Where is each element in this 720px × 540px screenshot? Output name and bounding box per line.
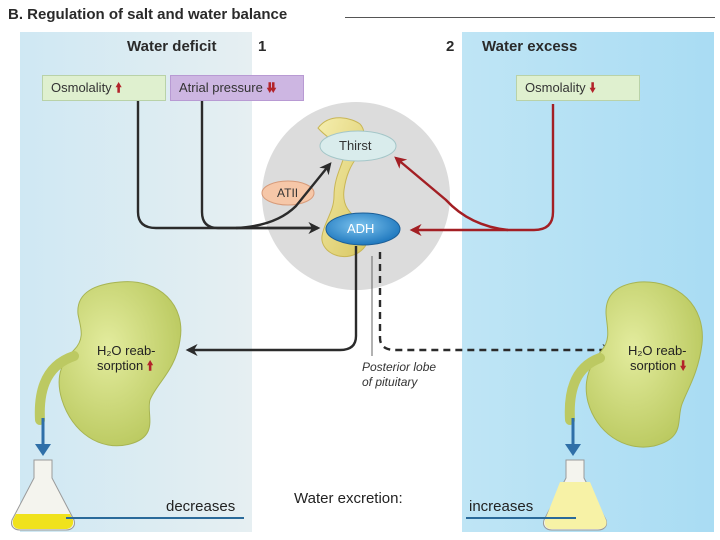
- osmolality-box-right: Osmolality 🠛: [516, 75, 640, 101]
- water-excess-number: 2: [446, 38, 455, 55]
- atrial-pressure-box: Atrial pressure 🠛🠛: [170, 75, 304, 101]
- arrow-down-icon: 🠛: [589, 80, 596, 95]
- flask-icon: [11, 459, 75, 531]
- arrow-up-icon: 🠙: [115, 80, 122, 95]
- osmolality-to-adh-arrow: [136, 100, 321, 234]
- water-deficit-header: Water deficit: [127, 38, 217, 55]
- adh-label: ADH: [347, 221, 375, 236]
- of-pituitary-label: of pituitary: [362, 375, 418, 389]
- excess-osmolality-to-adh-arrow: [409, 104, 555, 236]
- kidney-icon: [585, 281, 703, 448]
- right-outlet-arrow-icon: [565, 444, 581, 456]
- to-thirst-arrow: [235, 162, 332, 230]
- kidney-icon: [58, 281, 182, 447]
- adh-node: [325, 212, 401, 246]
- left-reabsorption-line2-wrap: sorption 🠙: [97, 357, 153, 379]
- left-reabsorption-line1: H₂O reab-: [97, 343, 156, 358]
- osmolality-box-left: Osmolality 🠙: [42, 75, 166, 101]
- thirst-node: [319, 130, 397, 162]
- posterior-lobe-label: Posterior lobe: [362, 360, 437, 374]
- right-reabsorption-line1: H₂O reab-: [628, 343, 687, 358]
- osmolality-label: Osmolality: [51, 80, 112, 95]
- ureter-right: [564, 353, 605, 425]
- thirst-label: Thirst: [339, 138, 372, 153]
- ureter-left: [34, 351, 79, 425]
- right-flask-liquid: [544, 482, 607, 529]
- section-title: B. Regulation of salt and water balance: [8, 6, 294, 23]
- title-rule: [345, 17, 715, 18]
- left-outlet-arrow-icon: [35, 444, 51, 456]
- double-arrow-down-icon: 🠛🠛: [266, 80, 276, 95]
- excess-osmolality-to-thirst-arrow: [394, 156, 509, 232]
- pituitary-background-circle: [262, 102, 450, 290]
- at2-label: ATII: [277, 186, 299, 200]
- decreases-underline: [66, 517, 244, 519]
- arrow-down-icon: 🠛: [679, 358, 687, 373]
- osmolality-label: Osmolality: [525, 80, 586, 95]
- decreases-label: decreases: [166, 498, 236, 515]
- adh-to-right-kidney-dashed-arrow: [378, 252, 615, 356]
- water-excess-panel: [462, 32, 714, 532]
- atrial-pressure-label: Atrial pressure: [179, 80, 263, 95]
- increases-underline: [466, 517, 576, 519]
- left-flask-liquid: [12, 514, 74, 529]
- right-reabsorption-line2: sorption: [630, 358, 677, 373]
- right-reabsorption-line2-wrap: sorption 🠛: [630, 357, 686, 379]
- atrial-to-adh-arrow: [200, 100, 318, 230]
- water-excess-header: Water excess: [482, 38, 578, 55]
- water-excretion-label: Water excretion:: [294, 490, 403, 507]
- water-deficit-number: 1: [258, 38, 267, 55]
- increases-label: increases: [469, 498, 534, 515]
- left-reabsorption-line2: sorption: [97, 358, 144, 373]
- adh-to-left-kidney-arrow: [185, 246, 358, 356]
- arrow-up-icon: 🠙: [146, 358, 154, 373]
